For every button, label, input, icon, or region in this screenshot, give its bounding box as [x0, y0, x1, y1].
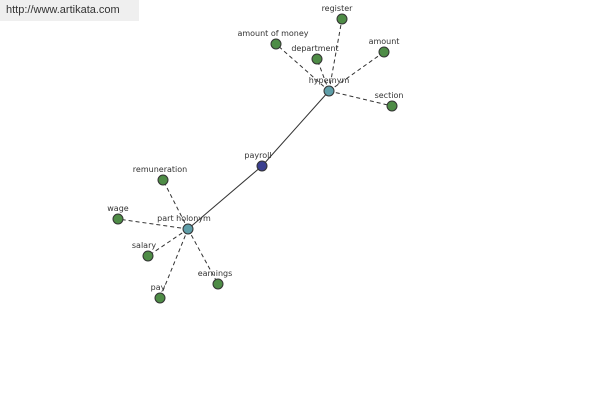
- center-node-marker[interactable]: [256, 160, 268, 172]
- term-node-salary[interactable]: salary: [132, 241, 156, 262]
- term-node-label[interactable]: wage: [107, 204, 129, 213]
- term-node-label[interactable]: pay: [151, 283, 166, 292]
- center-node-payroll[interactable]: payroll: [244, 151, 272, 172]
- term-node-label[interactable]: section: [375, 91, 404, 100]
- term-node-label[interactable]: register: [322, 4, 354, 13]
- edge-hypernym-to-section: [328, 90, 393, 107]
- edge-part-holonym-to-payroll: [187, 165, 263, 230]
- term-node-marker[interactable]: [336, 13, 348, 25]
- term-node-marker[interactable]: [386, 100, 398, 112]
- relation-node-part-holonym[interactable]: part holonym: [157, 214, 211, 235]
- term-node-marker[interactable]: [112, 213, 124, 225]
- term-node-amount-of-money[interactable]: amount of money: [237, 29, 309, 50]
- edge-hypernym-to-department: [316, 58, 330, 92]
- term-node-label[interactable]: earnings: [198, 269, 233, 278]
- term-node-earnings[interactable]: earnings: [198, 269, 233, 290]
- edge-hypernym-to-amount: [328, 51, 385, 92]
- term-node-label[interactable]: amount: [369, 37, 400, 46]
- graph-nodes: register amount of money department amount s…: [107, 4, 404, 304]
- term-node-label[interactable]: amount of money: [237, 29, 308, 38]
- term-node-department[interactable]: department: [291, 44, 339, 65]
- relation-node-label[interactable]: hypernym: [309, 76, 350, 85]
- edge-part-holonym-to-salary: [147, 228, 189, 257]
- term-node-wage[interactable]: wage: [107, 204, 129, 225]
- relation-node-label[interactable]: part holonym: [157, 214, 211, 223]
- term-node-marker[interactable]: [212, 278, 224, 290]
- term-node-marker[interactable]: [270, 38, 282, 50]
- term-node-remuneration[interactable]: remuneration: [133, 165, 187, 186]
- edge-part-holonym-to-earnings: [187, 228, 219, 285]
- term-node-section[interactable]: section: [375, 91, 404, 112]
- center-node-label[interactable]: payroll: [244, 151, 271, 160]
- graph-edges: [117, 18, 393, 299]
- edge-hypernym-to-register: [328, 18, 343, 92]
- term-node-marker[interactable]: [142, 250, 154, 262]
- term-node-register[interactable]: register: [322, 4, 354, 25]
- relation-node-hypernym[interactable]: hypernym: [309, 76, 350, 97]
- edge-hypernym-to-amount-of-money: [275, 43, 330, 92]
- term-node-amount[interactable]: amount: [369, 37, 400, 58]
- term-node-marker[interactable]: [154, 292, 166, 304]
- edge-part-holonym-to-remuneration: [162, 179, 189, 230]
- term-node-label[interactable]: salary: [132, 241, 156, 250]
- edge-hypernym-to-payroll: [261, 90, 330, 167]
- term-node-marker[interactable]: [157, 174, 169, 186]
- term-node-label[interactable]: remuneration: [133, 165, 187, 174]
- edge-part-holonym-to-wage: [117, 218, 189, 230]
- relation-node-marker[interactable]: [323, 85, 335, 97]
- term-node-marker[interactable]: [311, 53, 323, 65]
- term-node-marker[interactable]: [378, 46, 390, 58]
- term-node-label[interactable]: department: [291, 44, 338, 53]
- term-node-pay[interactable]: pay: [151, 283, 166, 304]
- url-banner[interactable]: http://www.artikata.com: [0, 0, 139, 21]
- relation-node-marker[interactable]: [182, 223, 194, 235]
- edge-part-holonym-to-pay: [159, 228, 189, 299]
